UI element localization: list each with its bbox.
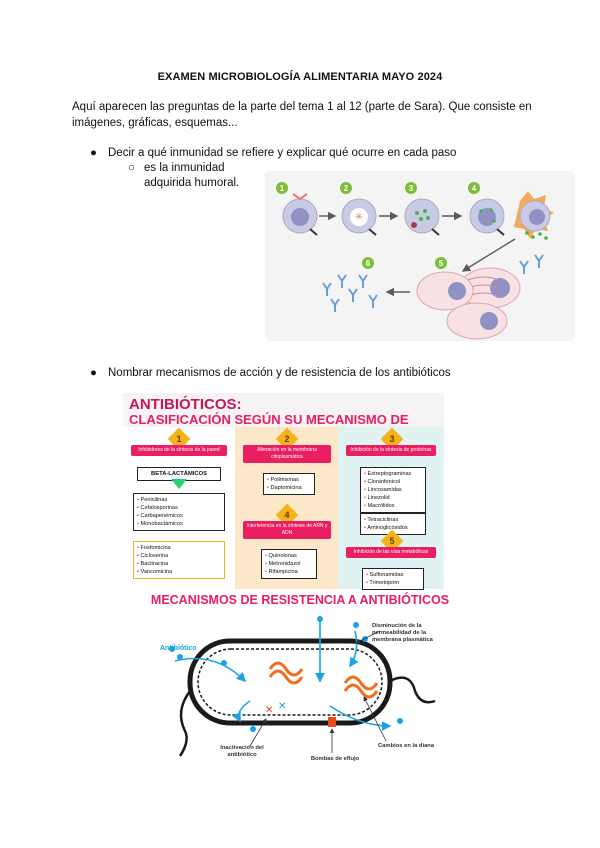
svg-text:3: 3 [409,184,414,193]
document-title: EXAMEN MICROBIOLOGÍA ALIMENTARIA MAYO 20… [157,71,443,83]
svg-text:5: 5 [439,259,444,268]
header-cell-wall: Inhibidores de la síntesis de la pared [131,445,227,456]
step-badges: 1 2 3 4 5 6 [276,182,480,269]
svg-text:2: 2 [344,184,349,193]
header-membrane: Alteración en la membrana citoplasmática [243,445,331,463]
resistance-mechanisms-figure: MECANISMOS DE RESISTENCIA A ANTIBIÓTICOS… [150,593,450,768]
bullet-dot: ● [90,147,97,159]
bacterium-diagram: ✕ ✕ [169,616,436,757]
svg-text:6: 6 [366,259,371,268]
question-1-text: Decir a qué inmunidad se refiere y expli… [108,147,457,159]
label-inactivation: Inactivación del antibiótico [220,745,264,758]
svg-text:✕: ✕ [265,705,273,716]
humoral-immunity-figure: 1 2 3 4 5 6 ✳ [265,171,575,341]
beta-lactam-list: Penicilinas Cefalosporinas Carbapenémico… [133,493,225,531]
svg-text:4: 4 [472,184,477,193]
membrane-list: Polimixinas Daptomicina [263,473,315,495]
answer-1: ○ es la inmunidad adquirida humoral. [128,161,239,191]
question-2-text: Nombrar mecanismos de acción y de resist… [108,367,451,379]
svg-text:1: 1 [280,184,285,193]
label-permeability: Disminución de la permeabilidad de la me… [372,623,433,643]
antibodies [322,274,378,312]
label-antibiotic: Antibiótico [160,645,197,652]
bullet-dot: ● [90,367,97,379]
down-arrow [171,479,187,489]
svg-text:✳: ✳ [355,212,363,223]
metabolic-list: Sulfonamidas Trimetoprim [362,568,424,590]
humoral-immunity-diagram: 1 2 3 4 5 6 ✳ [276,182,554,340]
header-nucleic-acid: Interferencia en la síntesis de ARN y AD… [243,521,331,539]
column-cell-wall: 1 Inhibidores de la síntesis de la pared… [123,427,235,589]
figure-title-line1: ANTIBIÓTICOS: [129,396,242,413]
column-protein: 3 Inhibición de la síntesis de proteínas… [338,427,444,590]
svg-text:✕: ✕ [278,701,286,712]
header-protein: Inhibición de la síntesis de proteínas [346,445,436,456]
question-2: ● Nombrar mecanismos de acción y de resis… [90,365,451,381]
intro-paragraph: Aquí aparecen las preguntas de la parte … [72,101,532,129]
other-cell-wall-list: Fosfomicina Cicloserina Bacitracina Vanc… [133,541,225,579]
question-1: ● Decir a qué inmunidad se refiere y expl… [90,145,456,161]
label-efflux: Bombas de eflujo [310,756,360,762]
nucleic-acid-list: Quinolonas Metronidazol Rifampicina [261,549,317,579]
resistance-title: MECANISMOS DE RESISTENCIA A ANTIBIÓTICOS [150,593,450,607]
sub-bullet-circle: ○ [128,162,135,174]
protein-list: Estreptograminas Cloranfenicol Lincosami… [360,467,426,513]
column-membrane: 2 Alteración en la membrana citoplasmáti… [235,427,338,589]
antibiotics-classification-figure: ANTIBIÓTICOS: CLASIFICACIÓN SEGÚN SU MEC… [123,393,444,590]
answer-1-line1: es la inmunidad [144,162,225,174]
answer-1-line2: adquirida humoral. [144,177,240,189]
label-target-change: Cambios en la diana [378,743,435,749]
header-metabolic: Inhibición de las vías metabólicas [346,547,436,558]
